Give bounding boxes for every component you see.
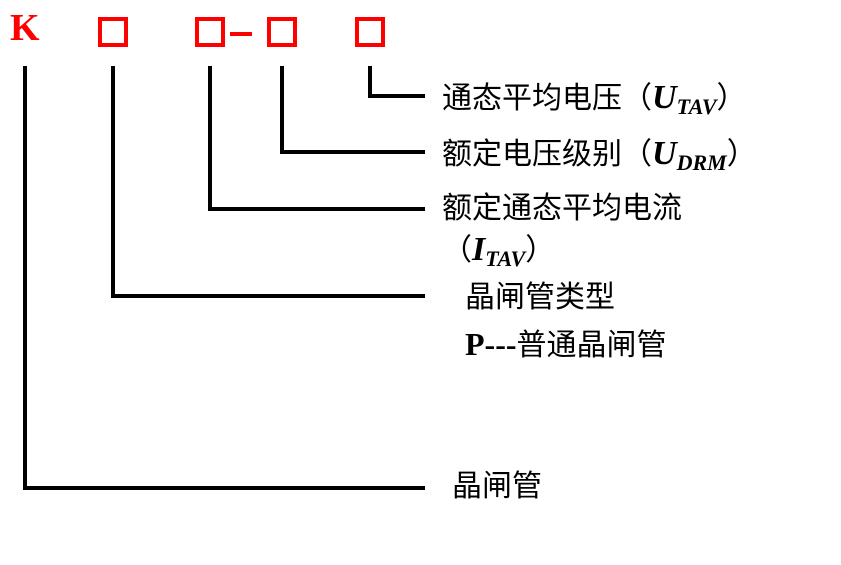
model-prefix: K xyxy=(10,7,40,49)
label-rated-current-text: 额定通态平均电流 xyxy=(442,191,682,226)
separator-dash xyxy=(230,32,252,36)
connector-thyristor xyxy=(23,66,425,490)
box-voltage xyxy=(267,17,297,47)
label-rated-voltage-close: ） xyxy=(726,137,757,172)
label-on-state-voltage: 通态平均电压（UTAV） xyxy=(442,80,747,125)
label-thyristor-type-detail: P---普通晶闸管 xyxy=(465,326,667,364)
label-rated-voltage: 额定电压级别（UDRM） xyxy=(442,136,757,181)
label-on-state-voltage-text: 通态平均电压（ xyxy=(442,81,652,116)
connector-rated-voltage xyxy=(280,66,425,154)
label-rated-current-subscript: TAV xyxy=(485,246,526,271)
label-rated-current-symbol-line: （ITAV） xyxy=(442,232,555,277)
connector-rated-current xyxy=(208,66,425,211)
label-rated-current-open: （ xyxy=(442,233,472,268)
label-rated-voltage-text: 额定电压级别（ xyxy=(442,137,652,172)
label-thyristor-type-code: P--- xyxy=(465,326,517,362)
label-rated-current-symbol: I xyxy=(472,231,486,268)
label-on-state-voltage-close: ） xyxy=(716,81,747,116)
label-rated-current: 额定通态平均电流 xyxy=(442,191,682,227)
box-on-state-voltage xyxy=(355,17,385,47)
box-current xyxy=(195,17,225,47)
label-thyristor-type: 晶闸管类型 xyxy=(465,280,615,316)
label-rated-voltage-subscript: DRM xyxy=(676,150,727,175)
label-thyristor-text: 晶闸管 xyxy=(452,469,542,504)
label-thyristor-type-detail-text: 普通晶闸管 xyxy=(516,328,667,363)
connector-thyristor-type xyxy=(111,66,425,298)
box-type xyxy=(98,17,128,47)
label-thyristor: 晶闸管 xyxy=(452,469,542,505)
label-rated-voltage-symbol: U xyxy=(652,135,677,172)
label-on-state-voltage-subscript: TAV xyxy=(676,94,717,119)
label-rated-current-close: ） xyxy=(525,233,556,268)
label-on-state-voltage-symbol: U xyxy=(652,79,677,116)
connector-on-state-voltage xyxy=(368,66,425,98)
label-thyristor-type-text: 晶闸管类型 xyxy=(465,280,615,315)
